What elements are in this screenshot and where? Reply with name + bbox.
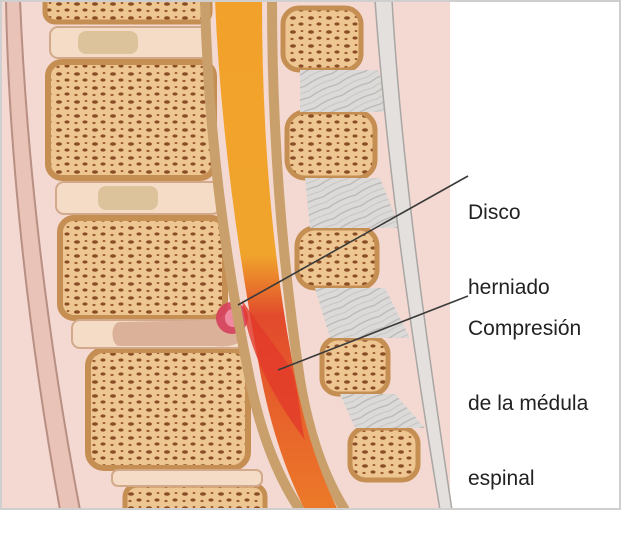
vertebra-5 (125, 485, 265, 510)
label-spinal-compression: Compresión de la médula espinal (468, 266, 588, 541)
vertebra-2 (48, 62, 214, 178)
process-2 (287, 112, 375, 178)
vertebra-1 (45, 0, 210, 22)
label-compression-line3: espinal (468, 466, 588, 491)
process-3 (297, 228, 377, 288)
process-1 (283, 8, 361, 70)
label-compression-line2: de la médula (468, 391, 588, 416)
vertebra-4 (88, 350, 248, 468)
process-5 (350, 428, 418, 480)
disc-1-nucleus (78, 31, 138, 54)
spine-illustration: Disco herniado Compresión de la médula e… (0, 0, 621, 510)
disc-2-nucleus (98, 186, 158, 210)
process-4 (322, 338, 388, 394)
disc-4 (112, 470, 262, 486)
vertebra-3 (60, 218, 225, 318)
label-herniated-disc-line1: Disco (468, 200, 550, 225)
fibers-1 (300, 70, 392, 112)
label-compression-line1: Compresión (468, 316, 588, 341)
